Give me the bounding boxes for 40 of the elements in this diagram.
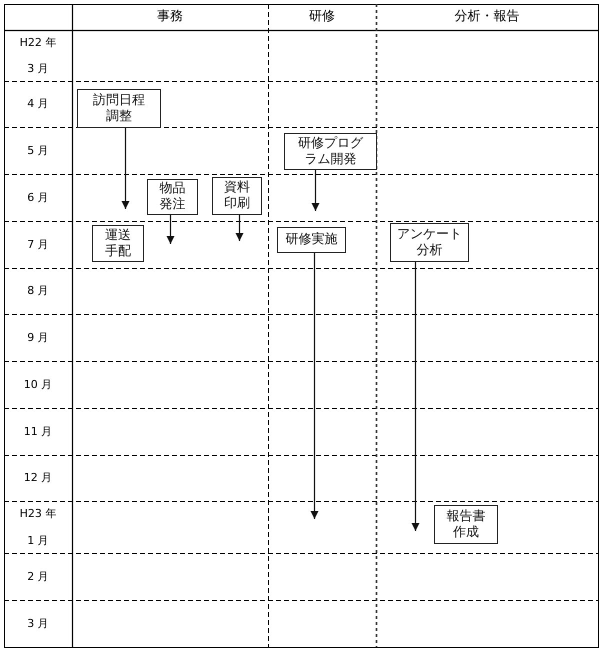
month-label: 4 月 xyxy=(27,97,49,111)
task-text: 訪問日程調整 xyxy=(92,92,146,124)
task-text: 物品発注 xyxy=(158,181,186,213)
column-header: 研修 xyxy=(309,9,335,25)
task-box xyxy=(212,177,262,215)
month-label: 8 月 xyxy=(27,284,49,298)
month-label: 3 月 xyxy=(27,616,49,630)
task-box xyxy=(390,223,469,262)
month-label: H22 年 xyxy=(20,36,56,50)
month-label: 9 月 xyxy=(27,330,49,344)
month-label: 1 月 xyxy=(27,534,49,548)
task-box xyxy=(147,179,198,215)
task-box xyxy=(434,505,498,544)
month-label: H23 年 xyxy=(20,507,56,521)
arrow xyxy=(166,215,174,244)
task-text: 研修プログラム開発 xyxy=(297,136,364,168)
column-header: 分析・報告 xyxy=(454,9,520,25)
month-label: 3 月 xyxy=(27,62,49,76)
task-box xyxy=(77,89,161,128)
task-text: 運送手配 xyxy=(104,228,132,260)
month-label: 5 月 xyxy=(27,144,49,158)
arrow xyxy=(312,170,320,211)
task-text: 研修実施 xyxy=(286,232,338,248)
arrow xyxy=(412,262,420,531)
month-label: 2 月 xyxy=(27,570,49,584)
month-label: 11 月 xyxy=(24,424,52,438)
task-box xyxy=(92,225,144,262)
task-text: 報告書作成 xyxy=(446,508,486,540)
month-label: 7 月 xyxy=(27,238,49,252)
task-box xyxy=(284,133,377,170)
column-header: 事務 xyxy=(157,9,183,25)
task-text: 資料印刷 xyxy=(223,180,251,212)
month-label: 12 月 xyxy=(24,471,52,485)
month-label: 10 月 xyxy=(24,378,52,392)
arrow xyxy=(122,128,130,209)
arrow xyxy=(236,215,244,241)
month-label: 6 月 xyxy=(27,190,49,204)
arrow xyxy=(310,253,318,519)
task-text: アンケート分析 xyxy=(396,226,463,258)
task-box xyxy=(277,227,346,253)
